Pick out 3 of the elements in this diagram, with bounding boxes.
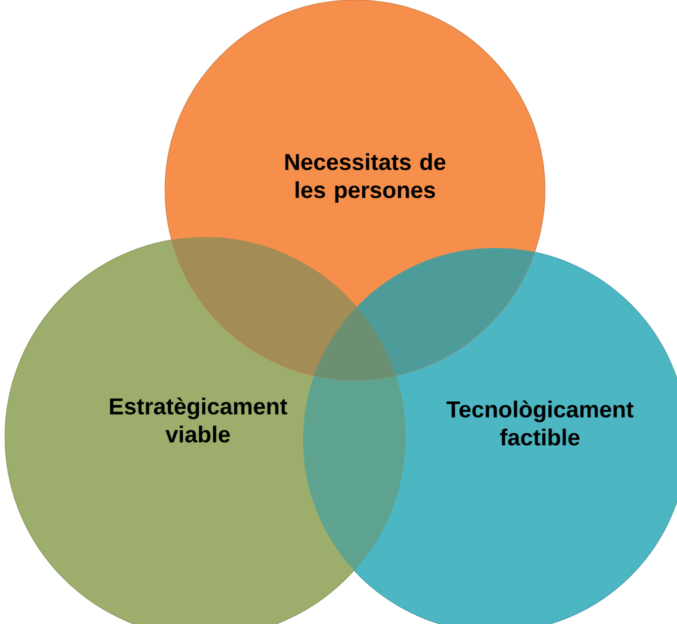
circle-label: Estratègicament viable: [110, 397, 288, 443]
circle-label: Tecnològicament factible: [446, 400, 634, 446]
circle-label: Necessitats de les persones: [285, 153, 446, 203]
